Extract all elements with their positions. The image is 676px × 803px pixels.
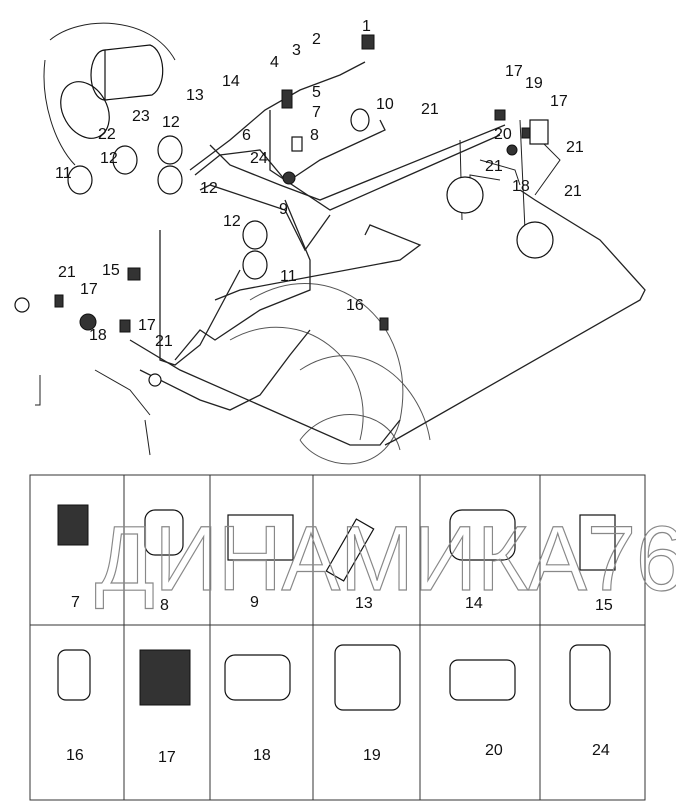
part-image-7: [57, 504, 89, 546]
callout: 12: [162, 114, 180, 131]
part-image-18: [224, 654, 291, 701]
callout: 7: [312, 104, 321, 121]
tank-12c: [157, 165, 183, 195]
part-image-13: [325, 518, 375, 582]
callout: 6: [242, 127, 251, 144]
valve-16: [379, 317, 389, 331]
part-image-19: [334, 644, 401, 711]
tank-12d: [242, 220, 268, 250]
callout: 2: [312, 31, 321, 48]
part-number: 16: [66, 747, 84, 764]
part-image-20: [449, 659, 516, 701]
callout: 16: [346, 297, 364, 314]
parts-table-images: [57, 504, 616, 711]
callout: 10: [376, 96, 394, 113]
part-number: 17: [158, 749, 176, 766]
callout: 18: [89, 327, 107, 344]
part-number: 24: [592, 742, 610, 759]
callout: 5: [312, 84, 321, 101]
parts-table: [29, 474, 646, 801]
part-image-24: [569, 644, 611, 711]
air-tank: [43, 22, 176, 166]
valve-17-lower: [119, 319, 131, 333]
valve-15: [127, 267, 141, 281]
part-1: [361, 34, 375, 50]
callout: 12: [223, 213, 241, 230]
brake-hose-coupling-2: [148, 373, 162, 387]
callout: 11: [280, 268, 297, 285]
part-image-15: [579, 514, 616, 571]
callout: 12: [200, 180, 218, 197]
callout: 15: [102, 262, 120, 279]
part-number: 13: [355, 595, 373, 612]
callout: 3: [292, 42, 301, 59]
callout: 21: [155, 333, 173, 350]
valve-18-left: [79, 313, 97, 331]
callout: 9: [279, 201, 288, 218]
callout-labels: 1 2 3 4 5 7 14 13 6 8 10 23 22 12 12 12 …: [55, 18, 584, 350]
callout: 17: [550, 93, 568, 110]
callout: 4: [270, 54, 279, 71]
watermark-text: ДИНАМИКА76: [95, 508, 676, 610]
callout: 21: [564, 183, 582, 200]
callout: 11: [55, 165, 72, 182]
part-number: 8: [160, 597, 169, 614]
callout: 19: [525, 75, 543, 92]
callout: 21: [58, 264, 76, 281]
part-number: 7: [71, 594, 80, 611]
part-number: 18: [253, 747, 271, 764]
callout: 18: [512, 178, 530, 195]
part-image-14: [449, 509, 516, 561]
part-number: 9: [250, 594, 259, 611]
callout: 8: [310, 127, 319, 144]
valve-9: [282, 171, 296, 185]
part-number: 15: [595, 597, 613, 614]
tank-12b: [112, 145, 138, 175]
callout: 12: [100, 150, 118, 167]
tank-11a: [67, 165, 93, 195]
part-number: 19: [363, 747, 381, 764]
brake-hose-coupling-1: [14, 297, 30, 313]
part-image-9: [227, 514, 294, 561]
part-image-16: [57, 649, 91, 701]
callout: 1: [362, 18, 371, 35]
part-number: 14: [465, 595, 483, 612]
brake-chamber-2: [516, 221, 554, 259]
callout: 24: [250, 150, 268, 167]
part-image-17: [139, 649, 191, 706]
valve-7: [281, 89, 293, 109]
parts-table-numbers: 7 8 9 13 14 15 16 17 18 19 20 24: [66, 594, 613, 766]
callout: 21: [566, 139, 584, 156]
callout: 17: [505, 63, 523, 80]
tank-10: [350, 108, 370, 132]
part-number: 20: [485, 742, 503, 759]
valve-8: [291, 136, 303, 152]
tee-20: [506, 144, 518, 156]
tank-12a: [157, 135, 183, 165]
callout: 23: [132, 108, 150, 125]
valve-block: [529, 119, 549, 145]
callout: 13: [186, 87, 204, 104]
air-lines: [35, 61, 646, 456]
tank-11b: [242, 250, 268, 280]
callout: 14: [222, 73, 240, 90]
callout: 22: [98, 126, 116, 143]
callout: 21: [485, 158, 503, 175]
callout: 21: [421, 101, 439, 118]
components: [14, 22, 554, 387]
callout: 17: [80, 281, 98, 298]
callout: 17: [138, 317, 156, 334]
brake-chamber-1: [446, 176, 484, 214]
part-image-8: [144, 509, 184, 556]
valve-17-top: [494, 109, 506, 121]
callout: 20: [494, 126, 512, 143]
valve-17-left: [54, 294, 64, 308]
